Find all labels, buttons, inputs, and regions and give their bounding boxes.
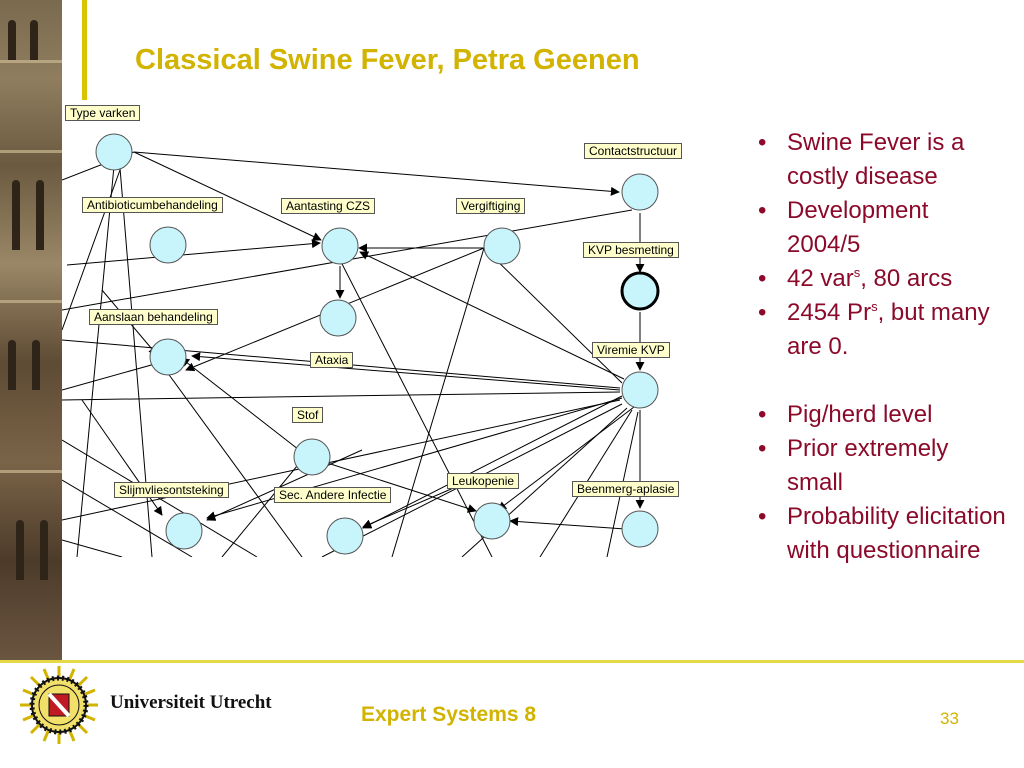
node-label-kvp-besmetting: KVP besmetting: [583, 242, 679, 258]
node-type-varken: [95, 133, 133, 171]
node-aanslaan-behandeling: [149, 338, 187, 376]
university-seal-logo: [20, 666, 98, 744]
bullet-item: Prior extremely small: [758, 432, 1008, 500]
arc: [62, 539, 123, 557]
node-leukopenie: [473, 502, 511, 540]
arc: [76, 165, 115, 557]
arc: [191, 352, 621, 391]
node-label-viremie-kvp: Viremie KVP: [592, 342, 670, 358]
arc: [359, 251, 625, 380]
arc: [62, 479, 193, 557]
bullet-text: , 80 arcs: [860, 265, 953, 292]
bullet-item: Development 2004/5: [758, 194, 1008, 262]
arc: [62, 391, 621, 401]
node-label-slijmvliesontsteking: Slijmvliesontsteking: [114, 482, 229, 498]
yellow-accent-bar: [82, 0, 87, 110]
arc: [62, 399, 621, 521]
arc: [133, 151, 322, 241]
node-label-vergiftiging: Vergiftiging: [456, 198, 526, 214]
arc: [180, 357, 313, 461]
node-label-ataxia: Ataxia: [310, 352, 354, 368]
bullet-item: 2454 Prs, but many are 0.: [758, 296, 1008, 364]
node-beenmerg-aplasie: [621, 510, 659, 548]
arc: [362, 395, 623, 529]
bullet-text: Probability elicitation with questionnai…: [787, 503, 1006, 564]
footer-course-title: Expert Systems 8: [361, 703, 537, 726]
superscript: s: [871, 299, 878, 314]
slide-title: Classical Swine Fever, Petra Geenen: [135, 44, 640, 76]
node-label-aanslaan-behandeling: Aanslaan behandeling: [89, 309, 218, 325]
node-slijmvliesontsteking: [165, 512, 203, 550]
node-label-aantasting-czs: Aantasting CZS: [281, 198, 376, 214]
network-graph: [62, 133, 660, 557]
arc: [119, 167, 153, 557]
bullet-item: Pig/herd level: [758, 398, 1008, 432]
bullet-text: Prior extremely small: [787, 435, 949, 496]
yellow-divider-line: [0, 660, 1024, 663]
node-label-type-varken: Type varken: [65, 105, 141, 121]
node-label-antibioticumbehandeling: Antibioticumbehandeling: [82, 197, 223, 213]
bullet-list: Swine Fever is a costly disease Developm…: [758, 126, 1008, 568]
cathedral-photo-strip: [0, 0, 62, 660]
arc: [483, 247, 623, 384]
bullet-text: , but many are 0.: [787, 299, 990, 360]
bullet-text: 42 var: [787, 265, 854, 292]
node-label-leukopenie: Leukopenie: [447, 473, 520, 489]
bullet-item: Probability elicitation with questionnai…: [758, 500, 1008, 568]
arc: [66, 239, 321, 266]
bullet-text: 2454 Pr: [787, 299, 872, 326]
node-label-sec-andere-infectie: Sec. Andere Infectie: [274, 487, 392, 503]
bullet-text: Swine Fever is a costly disease: [787, 129, 965, 190]
arc: [311, 457, 477, 513]
bayesian-network-diagram: Type varken Contactstructuur Antibioticu…: [62, 100, 704, 557]
node-contactstructuur: [621, 173, 659, 211]
arc: [62, 361, 163, 391]
node-aantasting-czs: [321, 227, 359, 265]
node-antibioticumbehandeling: [149, 226, 187, 264]
superscript: s: [853, 265, 861, 280]
arc: [133, 151, 620, 196]
bullet-text: Pig/herd level: [787, 401, 933, 428]
node-sec-andere-infectie: [326, 517, 364, 555]
network-nodes: [95, 133, 660, 555]
arc: [339, 259, 493, 557]
node-stof: [293, 438, 331, 476]
arc: [391, 247, 485, 557]
arc: [509, 517, 640, 531]
bullet-text: Development 2004/5: [787, 197, 929, 258]
node-kvp-besmetting: [620, 271, 660, 311]
arc: [62, 169, 121, 331]
arc: [166, 371, 303, 557]
node-label-contactstructuur: Contactstructuur: [584, 143, 683, 159]
arc: [206, 449, 363, 521]
page-number: 33: [940, 709, 959, 728]
arc: [497, 406, 635, 511]
node-vergiftiging: [483, 227, 521, 265]
node-viremie-kvp: [621, 371, 659, 409]
bullet-item: Swine Fever is a costly disease: [758, 126, 1008, 194]
arc: [62, 439, 258, 557]
node-label-stof: Stof: [292, 407, 324, 423]
node-label-beenmerg-aplasie: Beenmerg-aplasie: [572, 481, 680, 497]
bullet-item: 42 vars, 80 arcs: [758, 262, 1008, 296]
arc: [221, 459, 303, 557]
node-aantasting-czs-child: [319, 299, 357, 337]
university-wordmark: Universiteit Utrecht: [110, 692, 272, 713]
